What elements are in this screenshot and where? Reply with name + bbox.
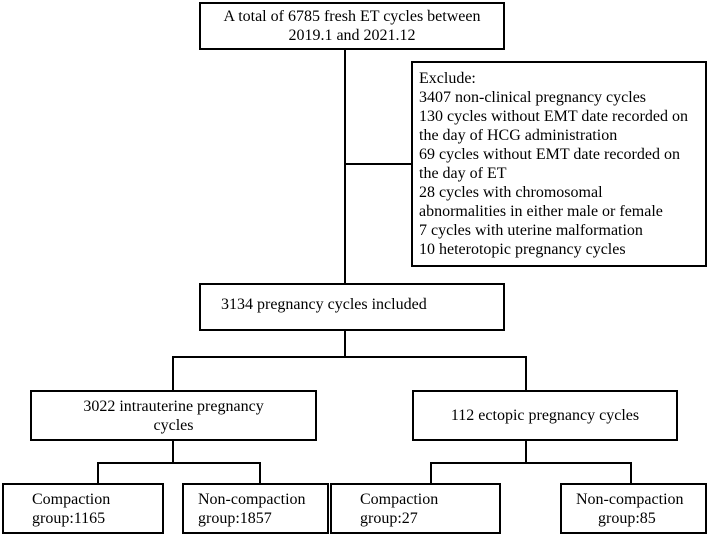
exclude-line: 28 cycles with chromosomal [419,184,603,201]
exclude-line: abnormalities in either male or female [419,203,663,220]
exclude-line: 130 cycles without EMT date recorded on [419,108,688,125]
leaf-3-line-2: group:27 [360,509,418,527]
leaf-1-line-2: group:1165 [32,509,106,527]
leaf-box-noncompaction-ectopic: Non-compaction group:85 [560,483,707,534]
intrauterine-line-1: 3022 intrauterine pregnancy [83,397,264,415]
intrauterine-line-2: cycles [153,416,194,434]
exclude-line: 7 cycles with uterine malformation [419,222,643,239]
connector-ectopic-split [430,462,632,464]
leaf-4-line-2: group:85 [598,509,656,527]
connector-to-exclude [344,163,412,165]
connector-to-intrauterine [172,356,174,391]
exclude-line: 10 heterotopic pregnancy cycles [419,241,626,258]
connector-top-to-included [344,50,346,284]
connector-to-leaf-2 [259,462,261,484]
connector-to-leaf-1 [97,462,99,484]
total-cycles-box: A total of 6785 fresh ET cycles between … [199,2,505,50]
connector-to-leaf-3 [430,462,432,484]
connector-split-horizontal [172,356,527,358]
connector-ectopic-down [525,440,527,464]
included-cycles-label: 3134 pregnancy cycles included [221,296,427,313]
exclude-line: the day of ET [419,165,507,182]
leaf-box-noncompaction-intrauterine: Non-compaction group:1857 [182,483,329,534]
connector-to-leaf-4 [630,462,632,484]
ectopic-pregnancy-box: 112 ectopic pregnancy cycles [412,390,678,441]
leaf-2-line-2: group:1857 [198,509,272,527]
included-cycles-box: 3134 pregnancy cycles included [199,283,505,331]
leaf-box-compaction-intrauterine: Compaction group:1165 [2,483,164,534]
connector-included-down [344,330,346,358]
leaf-2-line-1: Non-compaction [198,490,306,508]
connector-intrauterine-down [172,440,174,464]
leaf-3-line-1: Compaction [360,490,439,508]
intrauterine-pregnancy-box: 3022 intrauterine pregnancy cycles [30,390,317,441]
exclusion-criteria-box: Exclude: 3407 non-clinical pregnancy cyc… [411,61,707,267]
exclude-line: 69 cycles without EMT date recorded on [419,146,680,163]
leaf-box-compaction-ectopic: Compaction group:27 [330,483,501,534]
ectopic-label: 112 ectopic pregnancy cycles [450,407,640,424]
exclude-heading: Exclude: [419,70,476,87]
leaf-1-line-1: Compaction [32,490,111,508]
exclude-line: 3407 non-clinical pregnancy cycles [419,89,647,106]
total-cycles-line-1: A total of 6785 fresh ET cycles between [223,8,481,25]
leaf-4-line-1: Non-compaction [576,490,684,508]
connector-to-ectopic [525,356,527,391]
connector-intrauterine-split [97,462,261,464]
total-cycles-line-2: 2019.1 and 2021.12 [288,27,416,44]
exclude-line: the day of HCG administration [419,127,618,144]
